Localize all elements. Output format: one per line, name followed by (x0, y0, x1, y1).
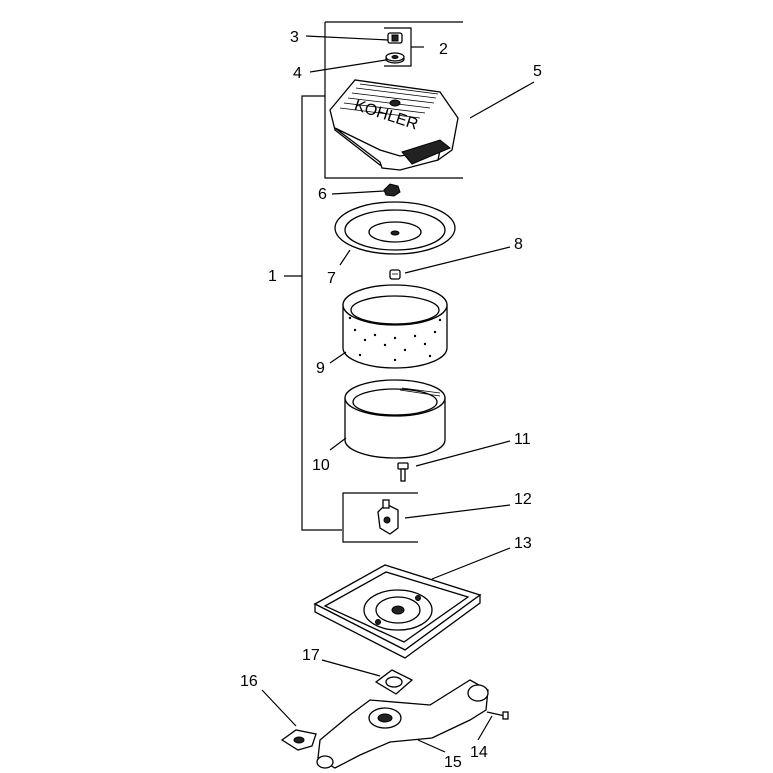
assembly-bracket-2 (384, 27, 424, 67)
grommet-part (385, 52, 405, 64)
callout-1: 1 (268, 268, 277, 285)
base-plate-part (313, 564, 482, 659)
callout-3: 3 (290, 29, 299, 46)
element-cover-plate-part (334, 201, 456, 255)
flange-gasket-16-part (280, 729, 317, 751)
air-cleaner-cover-part: KOHLER (329, 79, 459, 171)
callout-8: 8 (514, 236, 523, 253)
callout-13: 13 (514, 535, 532, 552)
callout-14: 14 (470, 744, 488, 761)
assembly-bracket-1 (284, 95, 342, 531)
callout-7: 7 (327, 270, 336, 287)
callout-11: 11 (514, 431, 531, 448)
callout-12: 12 (514, 491, 532, 508)
callout-5: 5 (533, 63, 542, 80)
wing-nut-6-part (383, 183, 401, 197)
callout-16: 16 (240, 673, 258, 690)
leader-lines (261, 35, 535, 753)
callout-4: 4 (293, 65, 302, 82)
callout-10: 10 (312, 457, 330, 474)
wing-nut-part (387, 32, 403, 44)
paper-element-part (344, 379, 446, 459)
pre-cleaner-foam-part (342, 284, 448, 369)
callout-labels: 1 2 3 4 5 6 7 8 9 10 11 12 13 14 15 16 1… (240, 29, 542, 771)
bracket-12-part (377, 499, 399, 535)
nut-8-part (389, 269, 401, 280)
intake-manifold-part (316, 679, 489, 769)
callout-15: 15 (444, 754, 462, 771)
gasket-17-part (374, 669, 414, 695)
foam-texture (348, 316, 442, 362)
cover-ribs (339, 83, 439, 119)
callout-6: 6 (318, 186, 327, 203)
callout-2: 2 (439, 41, 448, 58)
bolt-14-part (486, 711, 509, 720)
assembly-bracket-cover (324, 21, 463, 179)
callout-9: 9 (316, 360, 325, 377)
stud-11-part (397, 462, 409, 482)
callout-17: 17 (302, 647, 320, 664)
assembly-bracket-12 (342, 492, 418, 543)
